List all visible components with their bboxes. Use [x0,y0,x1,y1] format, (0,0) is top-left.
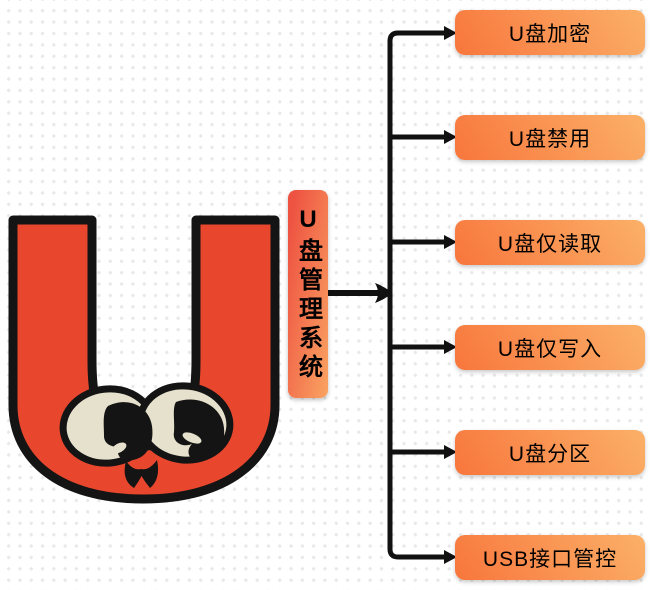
branch-node-usb-write-only[interactable]: U盘仅写入 [455,325,645,370]
branch-node-usb-port-control[interactable]: USB接口管控 [455,535,645,580]
u-letter-mascot-icon [8,215,280,504]
mascot-left-pupil-highlight [111,442,127,454]
branch-node-usb-encrypt[interactable]: U盘加密 [455,10,645,55]
mascot-right-pupil-highlight [182,432,202,444]
arrowhead-3 [444,235,457,249]
arrowheads [444,26,457,564]
arrowhead-6 [444,550,457,564]
junction-brace-point [375,283,392,303]
branch-node-usb-read-only[interactable]: U盘仅读取 [455,220,645,265]
root-node[interactable]: U盘管理系统 [288,190,328,398]
arrowhead-2 [444,130,457,144]
mascot-mouth [124,460,159,488]
arrowhead-1 [444,26,457,40]
mascot-body [8,215,280,504]
arrowhead-5 [444,445,457,459]
mascot-right-pupil [173,399,225,461]
arrowhead-4 [444,340,457,354]
branch-node-usb-disable[interactable]: U盘禁用 [455,115,645,160]
branch-node-usb-partition[interactable]: U盘分区 [455,430,645,475]
trunk-line [387,30,451,560]
